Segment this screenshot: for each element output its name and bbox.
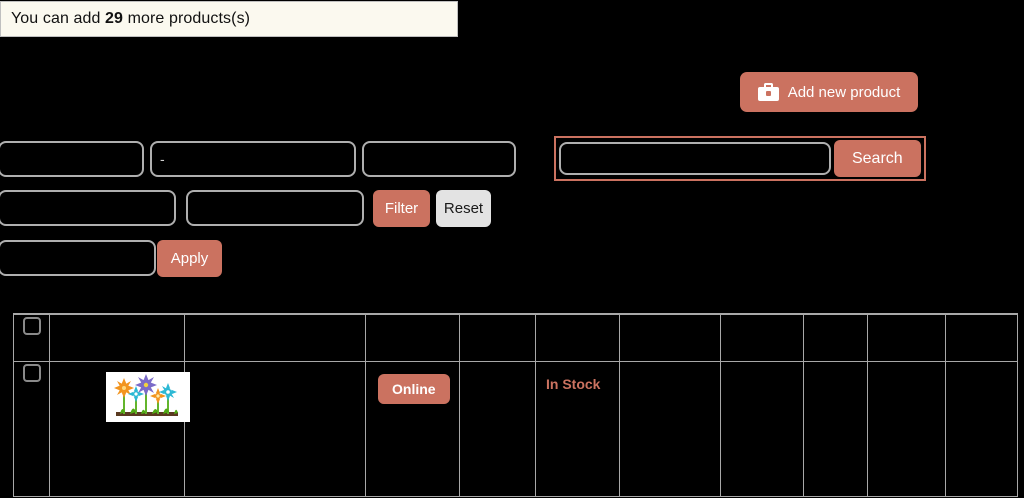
row-col7-cell: [619, 361, 721, 497]
header-col10[interactable]: [867, 313, 946, 362]
search-container: Search: [554, 136, 926, 181]
header-col9[interactable]: [803, 313, 868, 362]
table-header-row: [13, 313, 1018, 362]
filter-field-5[interactable]: [186, 190, 364, 226]
notification-text: You can add 29 more products(s): [1, 10, 250, 28]
filter-field-4[interactable]: [0, 190, 176, 226]
header-col8[interactable]: [720, 313, 804, 362]
filter-button[interactable]: Filter: [373, 190, 430, 227]
select-all-checkbox[interactable]: [22, 317, 41, 335]
header-col7[interactable]: [619, 313, 721, 362]
row-name-cell: [184, 361, 366, 497]
search-input[interactable]: [559, 142, 831, 175]
row-price-cell: [459, 361, 536, 497]
product-thumbnail-image: [106, 372, 190, 422]
reset-button[interactable]: Reset: [436, 190, 491, 227]
notification-count: 29: [105, 10, 124, 27]
header-thumbnail[interactable]: [49, 313, 185, 362]
row-select-cell[interactable]: [13, 361, 50, 497]
add-new-product-label: Add new product: [787, 83, 901, 101]
notification-prefix: You can add: [11, 10, 106, 27]
briefcase-icon: [757, 83, 779, 101]
row-col10-cell: [867, 361, 946, 497]
row-col11-cell: [945, 361, 1018, 497]
row-col9-cell: [803, 361, 868, 497]
search-button[interactable]: Search: [833, 140, 921, 177]
header-stock[interactable]: [535, 313, 620, 362]
row-stock-cell: In Stock: [535, 361, 620, 497]
filter-field-1[interactable]: [0, 141, 144, 177]
apply-button[interactable]: Apply: [157, 240, 222, 277]
notification-suffix: more products(s): [123, 10, 251, 27]
stock-status-text: In Stock: [546, 376, 601, 392]
notification-bar: You can add 29 more products(s): [0, 1, 458, 37]
filter-field-2[interactable]: [150, 141, 356, 177]
row-col8-cell: [720, 361, 804, 497]
status-badge: Online: [378, 374, 450, 404]
table-row[interactable]: Online In Stock: [13, 361, 1018, 497]
row-checkbox[interactable]: [22, 364, 41, 382]
row-thumbnail-cell: [49, 361, 190, 497]
row-status-cell: Online: [365, 361, 460, 497]
header-name[interactable]: [184, 313, 366, 362]
header-status[interactable]: [365, 313, 460, 362]
select-all-cell[interactable]: [13, 313, 50, 362]
filter-field-6[interactable]: [0, 240, 156, 276]
header-price[interactable]: [459, 313, 536, 362]
header-col11[interactable]: [945, 313, 1018, 362]
filter-field-3[interactable]: [362, 141, 516, 177]
products-table: Online In Stock: [13, 313, 1018, 497]
add-new-product-button[interactable]: Add new product: [740, 72, 918, 112]
